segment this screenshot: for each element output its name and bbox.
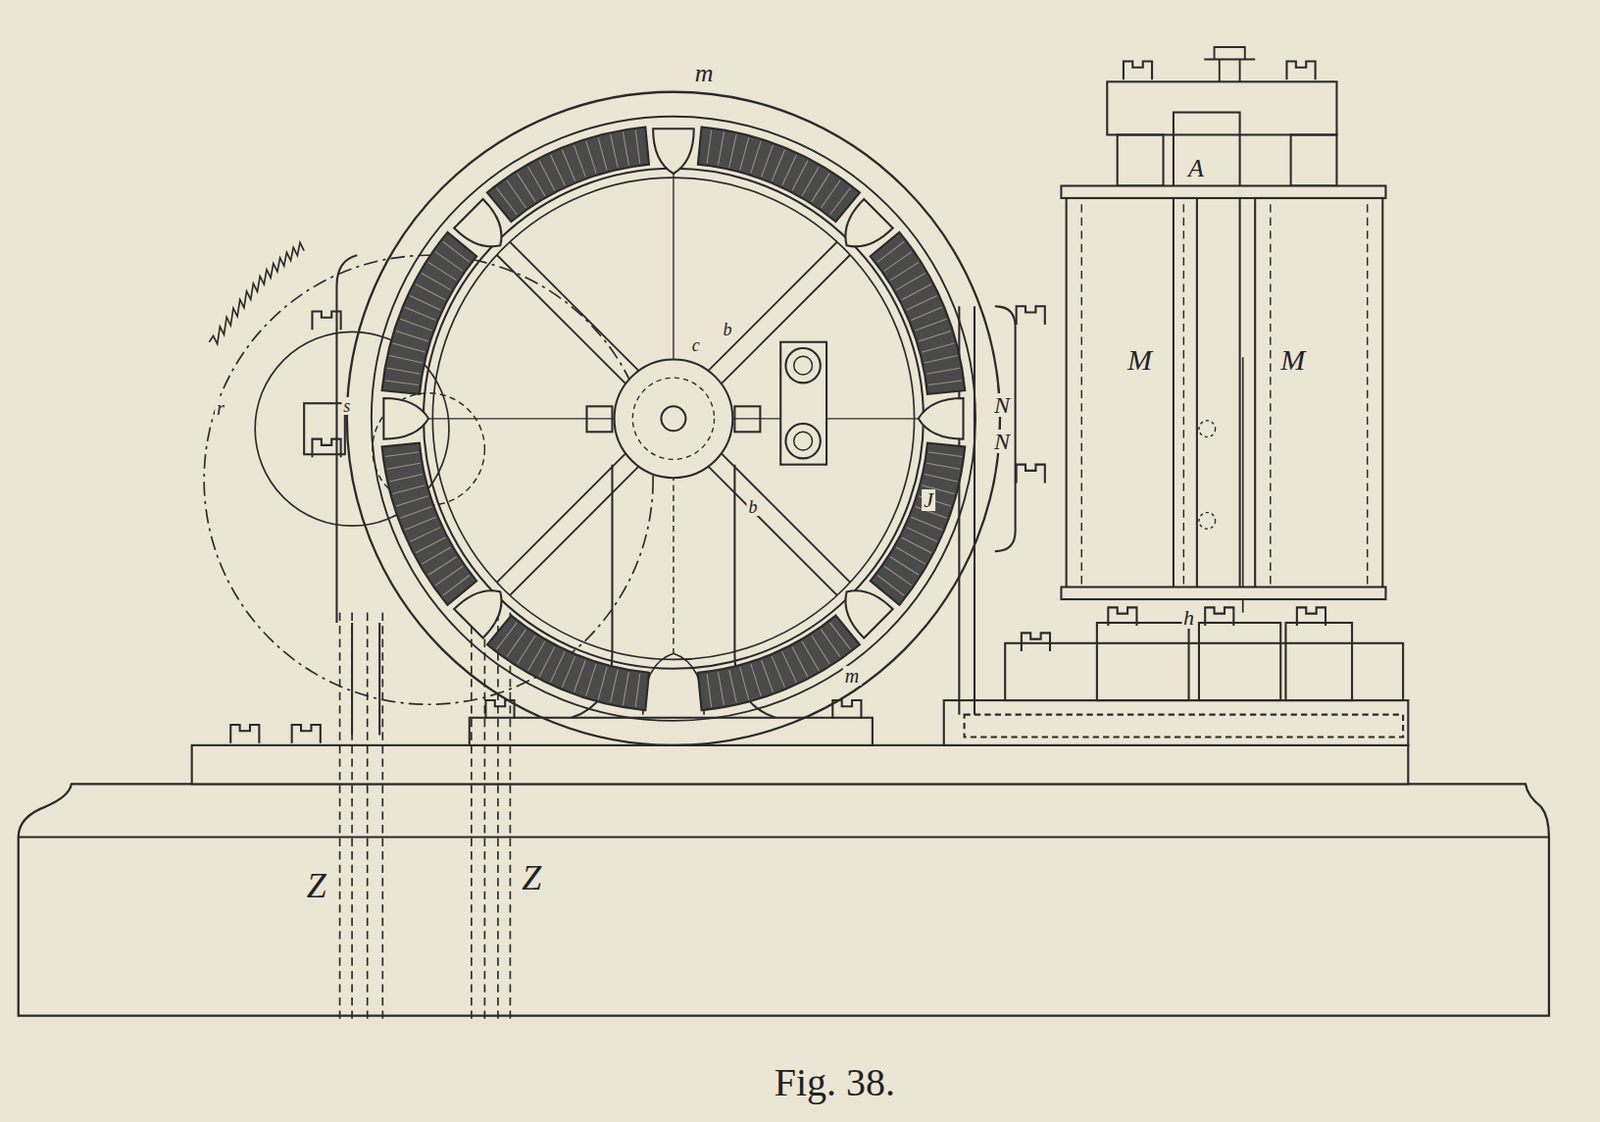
part-letter: M xyxy=(1125,345,1154,375)
part-letter: m xyxy=(693,60,716,87)
part-letter: m xyxy=(843,665,861,686)
part-letter: h xyxy=(1181,606,1197,629)
part-letter: c xyxy=(690,336,702,354)
part-letter: M xyxy=(1278,345,1307,375)
part-letter: N xyxy=(992,393,1012,417)
part-letter: Z xyxy=(519,859,544,896)
part-letter: b xyxy=(721,320,735,339)
figure-caption: Fig. 38. xyxy=(774,1058,896,1105)
part-letter: b xyxy=(747,498,760,516)
part-letter: Z xyxy=(304,867,329,903)
part-letter: A xyxy=(1186,155,1206,182)
part-letter: J xyxy=(921,489,936,511)
part-letter: s xyxy=(341,397,352,415)
part-letter: r xyxy=(214,398,227,418)
part-letter: N xyxy=(992,429,1012,453)
